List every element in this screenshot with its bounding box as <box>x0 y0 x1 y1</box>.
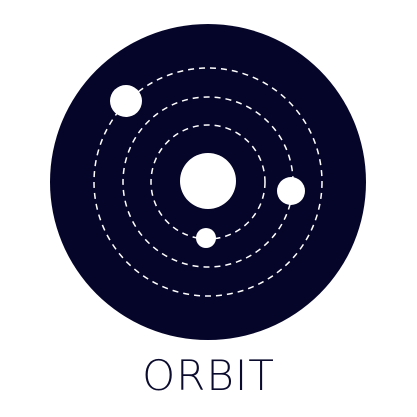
planet-outer-icon <box>110 85 142 117</box>
planet-inner-icon <box>196 228 216 248</box>
orbit-ring-outer <box>93 67 323 297</box>
planet-middle-icon <box>277 177 305 205</box>
sun-icon <box>180 153 236 209</box>
brand-name: ORBIT <box>142 351 275 400</box>
